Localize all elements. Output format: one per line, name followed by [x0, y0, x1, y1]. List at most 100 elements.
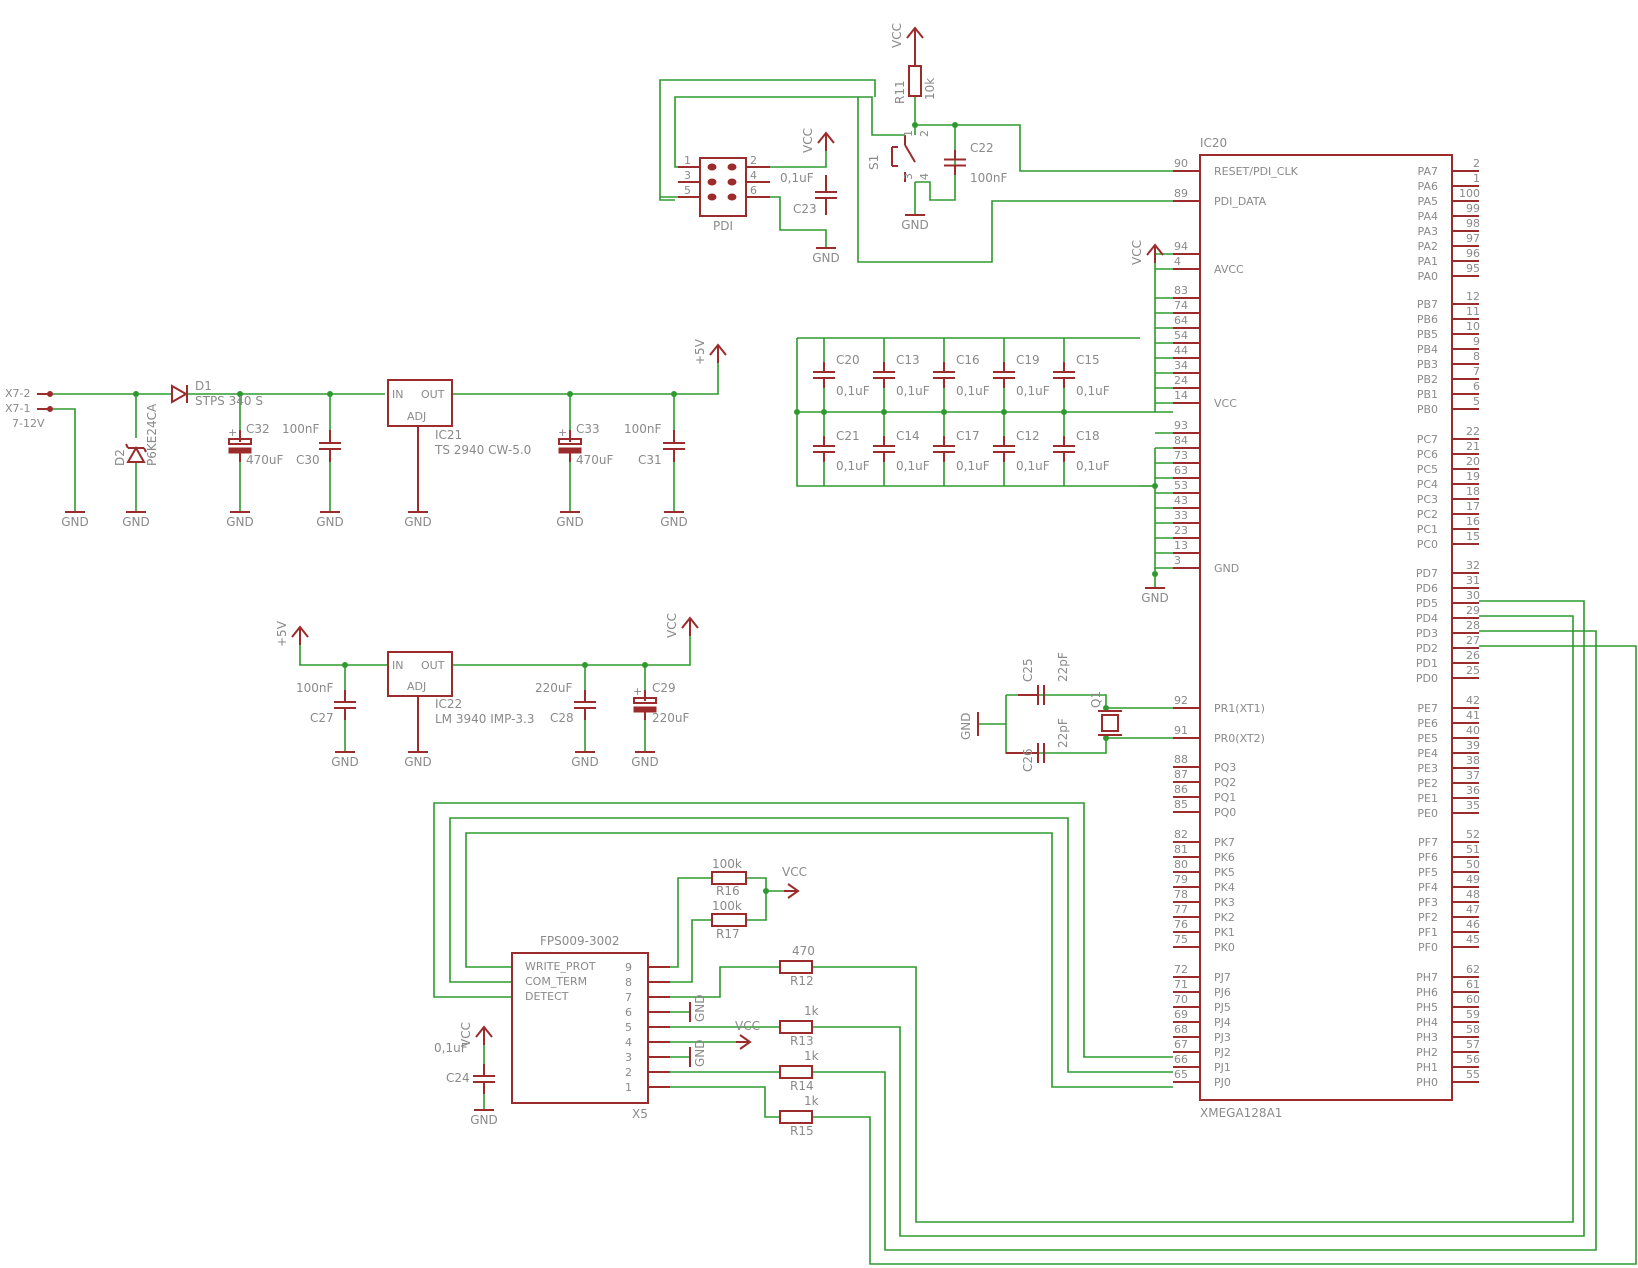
ic20-pin-label-PF3: PF3 [1418, 896, 1438, 909]
ic20-pin-label-PA5: PA5 [1418, 195, 1438, 208]
c24-ref: C24 [446, 1071, 470, 1085]
ic20-pin-label-PC4: PC4 [1417, 478, 1438, 491]
c28-ref: C28 [550, 711, 574, 725]
x5-pin-num-1: 1 [625, 1081, 632, 1094]
ic20-pin-label-PB5: PB5 [1417, 328, 1438, 341]
ic20-pin-label-PK4: PK4 [1214, 881, 1235, 894]
ic20-pin-label-PD3: PD3 [1416, 627, 1438, 640]
vcc-pdi-label: VCC [801, 128, 815, 153]
ic20-pin-num-37: 37 [1466, 769, 1480, 782]
plus5v-left-label: +5V [275, 620, 289, 647]
c22-value: 100nF [970, 171, 1008, 185]
r11-ref: R11 [893, 80, 907, 104]
ic20-pin-num-81: 81 [1174, 843, 1188, 856]
decap-ref-top-C19: C19 [1016, 353, 1040, 367]
decap-value-bot: 0,1uF [956, 459, 990, 473]
ic20-pin-num-36: 36 [1466, 784, 1480, 797]
ic20-pin-label-PJ2: PJ2 [1214, 1046, 1231, 1059]
ic20-pin-label-PR0(XT2): PR0(XT2) [1214, 732, 1265, 745]
x5-pin-num-3: 3 [625, 1051, 632, 1064]
ic20-pin-num-62: 62 [1466, 963, 1480, 976]
ic20-pin-label-PD4: PD4 [1416, 612, 1438, 625]
pdi-data-wire-a [659, 79, 876, 198]
d2-bar-end [125, 443, 129, 449]
c24-value: 0,1uF [434, 1041, 468, 1055]
ic20-pin-label-PH4: PH4 [1416, 1016, 1438, 1029]
ic20-pin-label-PB7: PB7 [1417, 298, 1438, 311]
r17-ref: R17 [716, 927, 740, 941]
s1-pin1: 1 [902, 130, 915, 137]
ic20-pin-label-PC0: PC0 [1417, 538, 1438, 551]
ic20-pin-num-22: 22 [1466, 425, 1480, 438]
x7-2-label: X7-2 [5, 387, 31, 400]
ic20-pin-num-80: 80 [1174, 858, 1188, 871]
ic20-pin-num-35: 35 [1466, 799, 1480, 812]
ic20-pin-num-83: 83 [1174, 284, 1188, 297]
ic20-pin-label-PF6: PF6 [1418, 851, 1438, 864]
pdi-pad [727, 193, 737, 201]
vcc-pdi-arrow [817, 131, 835, 144]
r15-ref: R15 [790, 1124, 814, 1138]
junction-dot [1152, 483, 1158, 489]
r13-body [779, 1020, 813, 1034]
ic20-pin-num-54: 54 [1174, 329, 1188, 342]
ic20-pin-label-PE1: PE1 [1417, 792, 1438, 805]
ic20-pin-num-82: 82 [1174, 828, 1188, 841]
pdi-tie [659, 197, 675, 201]
ic20-pin-label-PF7: PF7 [1418, 836, 1438, 849]
c27-value: 100nF [296, 681, 334, 695]
ic20-pin-label-PD5: PD5 [1416, 597, 1438, 610]
r12-pd6-wire [812, 615, 1574, 1223]
decap-value-bot: 0,1uF [896, 459, 930, 473]
vcc-x5-label: VCC [735, 1019, 760, 1033]
ic22-body [387, 651, 453, 697]
ic20-pin-num-63: 63 [1174, 464, 1188, 477]
ic20-pin-num-90: 90 [1174, 157, 1188, 170]
vcc-x5-arrow [739, 1034, 752, 1050]
ic20-pin-num-4: 4 [1174, 255, 1181, 268]
c32-polarity: + [228, 426, 237, 439]
ic22-ref: IC22 [435, 697, 462, 711]
ic20-pin-label-PE6: PE6 [1417, 717, 1438, 730]
ic20-pin-num-95: 95 [1466, 262, 1480, 275]
ic21-out: OUT [421, 388, 445, 401]
ic20-pin-label-PB1: PB1 [1417, 388, 1438, 401]
r16-body [711, 871, 747, 885]
ic20-pin-num-70: 70 [1174, 993, 1188, 1006]
c32-value: 470uF [246, 453, 284, 467]
decap-bottom-rail [796, 338, 1140, 487]
r12-ref: R12 [790, 974, 814, 988]
d2-bar-end [143, 447, 147, 453]
r16-value: 100k [712, 857, 742, 871]
q1-body [1101, 714, 1119, 732]
s1-ref: S1 [867, 155, 881, 170]
ic20-pin-num-21: 21 [1466, 440, 1480, 453]
ic20-pin-num-84: 84 [1174, 434, 1188, 447]
ic20-pin-num-13: 13 [1174, 539, 1188, 552]
junction-dot [941, 409, 947, 415]
ic20-pin-num-46: 46 [1466, 918, 1480, 931]
ic21-ref: IC21 [435, 428, 462, 442]
gnd-s1-label: GND [901, 218, 929, 232]
c32-plate [228, 438, 252, 445]
c23-value: 0,1uF [780, 171, 814, 185]
ic20-pin-label-PK3: PK3 [1214, 896, 1235, 909]
pdi-pin-num-3: 3 [684, 169, 691, 182]
ic20-pin-label-PQ2: PQ2 [1214, 776, 1236, 789]
ic20-pin-label-PB3: PB3 [1417, 358, 1438, 371]
r14-value: 1k [804, 1049, 819, 1063]
ic20-pin-num-77: 77 [1174, 903, 1188, 916]
ic20-pin-num-75: 75 [1174, 933, 1188, 946]
ic20-pin-num-2: 2 [1473, 157, 1480, 170]
decap-value-top: 0,1uF [956, 384, 990, 398]
ic20-part: XMEGA128A1 [1200, 1106, 1282, 1120]
ic20-pin-num-99: 99 [1466, 202, 1480, 215]
pdi-clk-wire [674, 96, 905, 168]
r17-value: 100k [712, 899, 742, 913]
ic20-pin-num-94: 94 [1174, 240, 1188, 253]
r11-value: 10k [923, 78, 937, 100]
ic20-pin-num-58: 58 [1466, 1023, 1480, 1036]
ic20-pin-num-86: 86 [1174, 783, 1188, 796]
ic20-pin-num-45: 45 [1466, 933, 1480, 946]
